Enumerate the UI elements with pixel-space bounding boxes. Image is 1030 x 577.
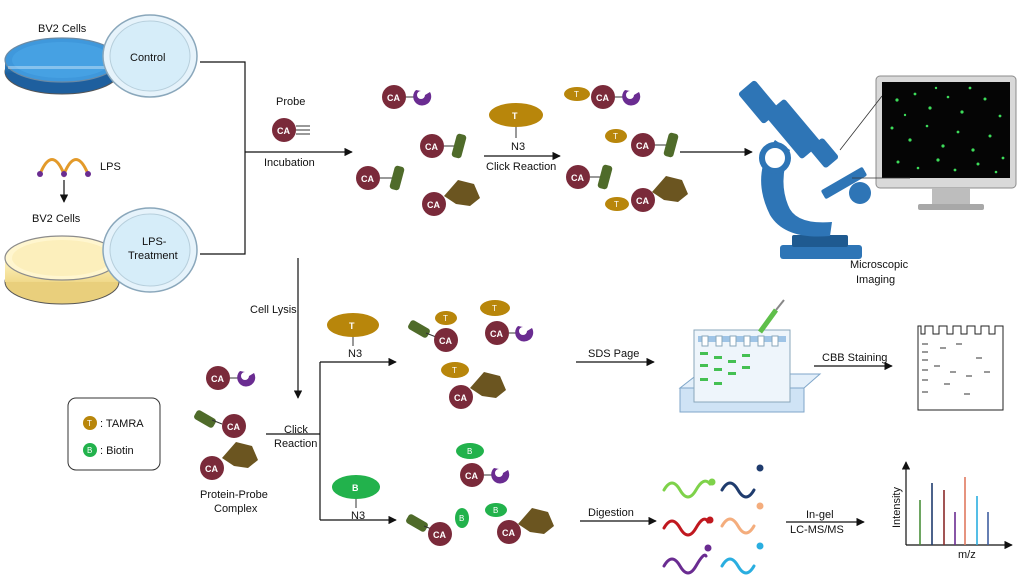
svg-text:CA: CA xyxy=(205,464,218,474)
legend-tamra: : TAMRA xyxy=(100,418,144,430)
sds-page-label: SDS Page xyxy=(588,348,639,360)
svg-text:B: B xyxy=(459,514,464,523)
svg-text:N3: N3 xyxy=(511,141,525,153)
tamra-n3-reagent-1: T N3 xyxy=(489,103,543,153)
svg-text:T: T xyxy=(574,90,579,99)
tamra-labeled-complexes: CA T T CA T CA xyxy=(408,300,534,409)
ingel-label-1: In-gel xyxy=(806,509,834,521)
svg-text:CA: CA xyxy=(433,530,446,540)
svg-text:CA: CA xyxy=(211,374,224,384)
complex-group-1: CA CA CA CA xyxy=(356,85,480,216)
stained-gel xyxy=(917,325,1004,411)
tamra-n3-reagent-2: T N3 xyxy=(327,313,379,360)
click-branch xyxy=(266,357,397,525)
mass-spectrum xyxy=(901,461,1013,550)
svg-text:T: T xyxy=(452,366,457,375)
control-lid xyxy=(102,14,198,98)
lps-label: LPS xyxy=(100,161,121,173)
svg-text:T: T xyxy=(613,132,618,141)
protein-probe-complex: CA CA CA xyxy=(194,366,258,480)
legend-box: T : TAMRA B : Biotin xyxy=(67,397,161,471)
lps-lid-label-1: LPS- xyxy=(142,236,167,248)
fluorescent-dots xyxy=(890,86,1005,174)
probe-molecule: CA xyxy=(272,118,310,142)
cell-lysis-label: Cell Lysis xyxy=(250,304,297,316)
incubation-label: Incubation xyxy=(264,157,315,169)
complex-label-1: Protein-Probe xyxy=(200,489,268,501)
svg-text:T: T xyxy=(87,419,92,428)
svg-text:B: B xyxy=(352,483,359,493)
svg-text:CA: CA xyxy=(361,174,374,184)
svg-text:CA: CA xyxy=(571,173,584,183)
click-label-1: Click xyxy=(284,424,308,436)
biotin-labeled-complexes: B CA CA B B CA xyxy=(406,443,554,546)
svg-text:CA: CA xyxy=(425,142,438,152)
probe-label: Probe xyxy=(276,96,305,108)
cbb-staining-label: CBB Staining xyxy=(822,352,887,364)
control-dish xyxy=(4,37,120,95)
complex-label-2: Complex xyxy=(214,503,258,515)
svg-text:CA: CA xyxy=(636,141,649,151)
control-cells-label: BV2 Cells xyxy=(38,23,87,35)
svg-text:B: B xyxy=(467,447,472,456)
svg-text:N3: N3 xyxy=(351,510,365,522)
svg-text:CA: CA xyxy=(277,126,290,136)
svg-text:N3: N3 xyxy=(348,348,362,360)
svg-text:T: T xyxy=(492,304,497,313)
svg-text:CA: CA xyxy=(387,93,400,103)
biotin-n3-reagent: B N3 xyxy=(332,475,380,522)
svg-text:T: T xyxy=(512,111,518,121)
click-label-2: Reaction xyxy=(274,438,317,450)
microscopic-label-2: Imaging xyxy=(856,274,895,286)
digestion-label: Digestion xyxy=(588,507,634,519)
gel-apparatus-icon xyxy=(678,299,822,413)
svg-text:CA: CA xyxy=(465,471,478,481)
svg-text:CA: CA xyxy=(636,196,649,206)
svg-text:CA: CA xyxy=(427,200,440,210)
svg-text:B: B xyxy=(493,506,498,515)
labeled-complex-group-1: T CA T CA CA T CA xyxy=(564,85,688,212)
lps-molecule xyxy=(37,158,91,178)
spectrum-ylabel: Intensity xyxy=(891,487,903,528)
svg-text:CA: CA xyxy=(596,93,609,103)
lps-lid xyxy=(102,207,198,293)
svg-text:T: T xyxy=(614,200,619,209)
microscope-icon xyxy=(738,80,871,259)
svg-text:CA: CA xyxy=(454,393,467,403)
svg-text:T: T xyxy=(349,321,355,331)
legend-biotin: : Biotin xyxy=(100,445,134,457)
peptide-fragments xyxy=(662,464,764,575)
ingel-label-2: LC-MS/MS xyxy=(790,524,844,536)
lps-dish xyxy=(4,235,120,305)
microscopic-label-1: Microscopic xyxy=(850,259,909,271)
merge-bracket xyxy=(200,61,353,255)
svg-text:CA: CA xyxy=(227,422,240,432)
svg-text:B: B xyxy=(87,446,92,455)
spectrum-xlabel: m/z xyxy=(958,549,976,561)
control-lid-label: Control xyxy=(130,52,165,64)
svg-text:CA: CA xyxy=(439,336,452,346)
lps-cells-label: BV2 Cells xyxy=(32,213,81,225)
svg-text:CA: CA xyxy=(502,528,515,538)
svg-text:T: T xyxy=(443,314,448,323)
lps-lid-label-2: Treatment xyxy=(128,250,178,262)
monitor-display xyxy=(839,75,1017,210)
svg-text:CA: CA xyxy=(490,329,503,339)
click-reaction-label: Click Reaction xyxy=(486,161,556,173)
